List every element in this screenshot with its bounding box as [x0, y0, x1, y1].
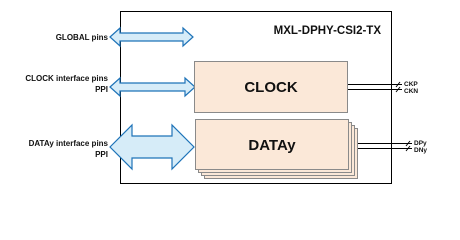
block-diagram: MXL-DPHY-CSI2-TX CLOCK DATAy CKP CKN DPy…: [25, 11, 427, 184]
clock-interface-label: CLOCK interface pins: [25, 74, 108, 83]
clock-ppi-label: PPI: [95, 85, 108, 94]
global-pins-label: GLOBAL pins: [56, 33, 109, 42]
pin-ckn: CKN: [404, 88, 418, 95]
clock-block: [194, 61, 348, 113]
data-pin-lines: [358, 140, 412, 152]
data-block: [195, 119, 349, 170]
data-interface-label: DATAy interface pins: [29, 139, 109, 148]
pin-dpy: DPy: [414, 140, 427, 147]
global-arrow: [109, 26, 194, 48]
clock-block-label: CLOCK: [244, 79, 297, 96]
ip-title: MXL-DPHY-CSI2-TX: [274, 25, 382, 37]
pin-dny: DNy: [414, 147, 427, 154]
data-interface-arrow: [109, 123, 195, 171]
clock-pin-lines: [348, 81, 402, 93]
pin-ckp: CKP: [404, 81, 418, 88]
data-ppi-label: PPI: [95, 150, 108, 159]
data-block-label: DATAy: [248, 137, 296, 154]
